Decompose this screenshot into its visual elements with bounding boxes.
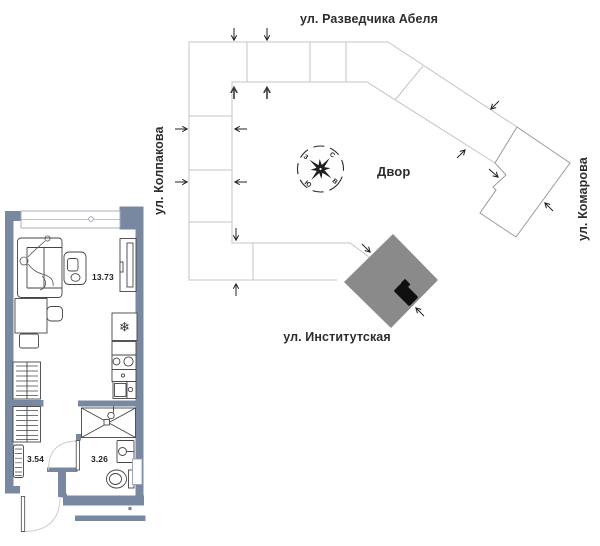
compass-east-label: В <box>331 178 339 187</box>
room-area-bathroom: 3.26 <box>91 454 108 464</box>
kitchen-units: ❄ <box>111 312 138 399</box>
tv-unit <box>119 238 137 292</box>
window-band <box>20 210 121 229</box>
wardrobe-bottom <box>12 406 41 443</box>
highlighted-building-section <box>344 234 438 328</box>
living-room-furniture <box>14 235 137 349</box>
compass-south-label: Ю <box>303 179 313 189</box>
entry-door-arc <box>22 496 61 532</box>
bathroom-door-arc <box>48 440 78 471</box>
site-plan: С В Ю З <box>175 28 571 328</box>
person-figure <box>19 235 54 291</box>
table <box>14 298 48 334</box>
entrance-arrows <box>175 28 554 317</box>
compass-west-label: З <box>302 153 310 161</box>
hallway-storage <box>12 361 41 478</box>
bottom-dot <box>128 506 132 511</box>
floor-plan: ❄ <box>5 206 146 532</box>
courtyard-label: Двор <box>377 164 411 179</box>
sofa <box>17 237 63 298</box>
entrance-arrows-bold <box>234 88 267 99</box>
stove <box>111 341 137 370</box>
stool <box>19 333 39 349</box>
room-area-hallway: 3.54 <box>27 454 44 464</box>
street-label-left: ул. Колпакова <box>152 126 166 215</box>
bathroom-door-leaf <box>75 440 80 471</box>
compass-north-label: С <box>328 151 336 160</box>
counter <box>111 369 137 382</box>
armchair-desk <box>63 251 87 285</box>
chair <box>46 306 63 322</box>
fridge-icon: ❄ <box>119 320 130 335</box>
walls <box>5 206 146 521</box>
bathroom-fixtures <box>81 406 143 489</box>
street-label-top: ул. Разведчика Абеля <box>300 12 438 26</box>
corner-building-block <box>479 126 571 238</box>
street-label-right: ул. Комарова <box>576 157 590 241</box>
fridge: ❄ <box>111 312 138 341</box>
bathroom-sink <box>116 440 135 463</box>
wardrobe-top <box>12 361 41 400</box>
kitchen-sink <box>112 381 137 399</box>
street-label-bottom: ул. Институтская <box>283 330 391 344</box>
shoe-rack <box>13 444 24 478</box>
entry-door-leaf <box>20 496 26 532</box>
room-area-living: 13.73 <box>92 271 114 282</box>
shower-tray <box>81 406 136 438</box>
doors <box>20 440 80 532</box>
entrance-marker <box>394 279 418 306</box>
building-outline <box>188 41 518 281</box>
vent-shaft <box>132 458 143 485</box>
compass-icon: С В Ю З <box>296 145 345 193</box>
toilet <box>106 469 135 489</box>
